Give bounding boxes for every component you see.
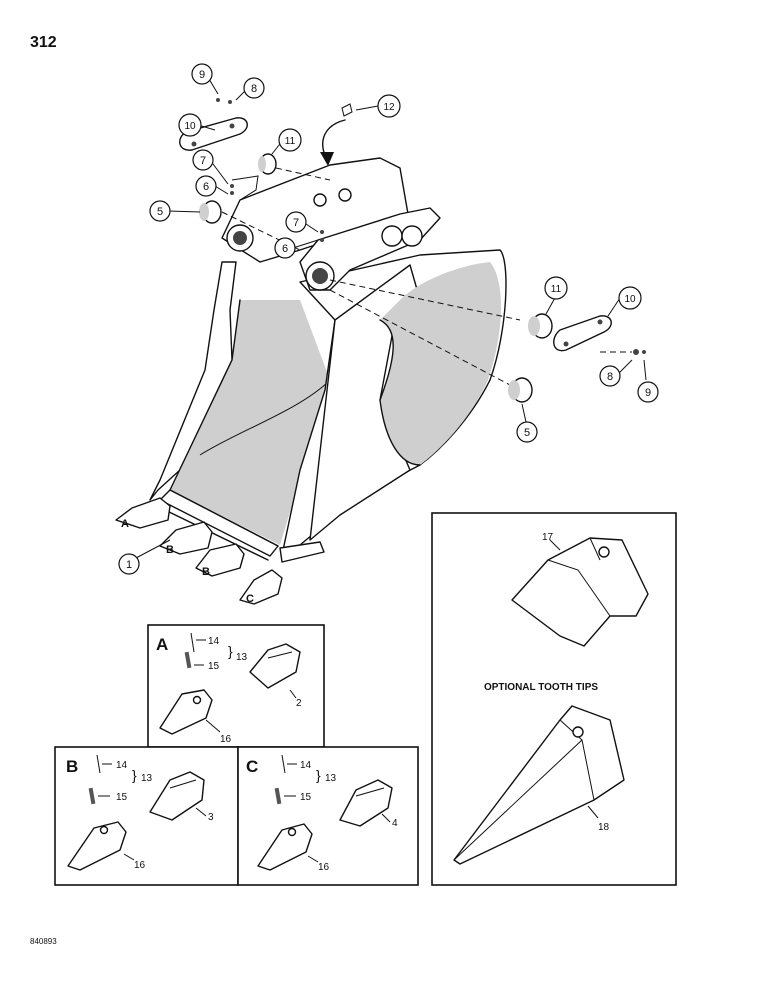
svg-text:13: 13 <box>141 773 153 784</box>
adapter-icon <box>249 643 301 689</box>
svg-text:18: 18 <box>598 822 610 833</box>
callout-7: 7 <box>285 211 307 233</box>
callout-1: 1 <box>118 553 140 575</box>
retainer-icon <box>190 632 195 653</box>
svg-text:11: 11 <box>551 284 562 295</box>
svg-text:}: } <box>132 767 137 783</box>
svg-text:10: 10 <box>624 294 636 305</box>
svg-text:16: 16 <box>318 862 330 873</box>
tooth-tip-icon <box>453 705 625 865</box>
svg-text:15: 15 <box>300 792 312 803</box>
svg-text:3: 3 <box>208 812 214 823</box>
svg-text:2: 2 <box>296 698 302 709</box>
svg-text:5: 5 <box>524 427 530 439</box>
left-parts <box>179 98 353 251</box>
callout-7: 7 <box>192 149 214 171</box>
svg-text:7: 7 <box>293 217 299 229</box>
adapter-icon <box>149 771 205 821</box>
tooth-tip-icon <box>511 537 649 647</box>
callout-8: 8 <box>243 77 265 99</box>
callout-10: 10 <box>178 113 202 137</box>
detail-letter: C <box>246 757 258 776</box>
detail-a-panel: A 14 } 13 15 2 16 <box>147 624 325 748</box>
right-parts <box>329 279 646 403</box>
adapter-icon <box>339 779 393 827</box>
teeth-row: A B B C <box>115 497 283 605</box>
optional-tips-title: OPTIONAL TOOTH TIPS <box>484 682 598 693</box>
svg-text:17: 17 <box>542 532 554 543</box>
callout-5: 5 <box>149 200 171 222</box>
tooth-letter: C <box>246 593 254 605</box>
callouts: 9 8 10 11 7 6 5 7 6 12 11 10 8 9 5 <box>118 63 659 575</box>
page-number: 312 <box>30 34 57 51</box>
drawing-code: 840893 <box>30 937 57 946</box>
svg-text:12: 12 <box>383 102 395 113</box>
callout-8: 8 <box>599 365 621 387</box>
detail-letter: A <box>156 635 168 654</box>
svg-text:13: 13 <box>325 773 337 784</box>
callout-6: 6 <box>195 175 217 197</box>
pin-icon <box>88 787 96 805</box>
callout-12: 12 <box>377 94 401 118</box>
pin-icon <box>274 787 282 805</box>
svg-text:9: 9 <box>199 69 205 81</box>
detail-b-panel: B 14 } 13 15 3 16 <box>54 746 239 886</box>
svg-text:}: } <box>316 767 321 783</box>
svg-text:9: 9 <box>645 387 651 399</box>
optional-tips-panel: OPTIONAL TOOTH TIPS 17 18 <box>431 512 677 886</box>
svg-text:8: 8 <box>607 371 613 383</box>
svg-text:13: 13 <box>236 652 248 663</box>
tooth-tip-icon <box>67 821 127 871</box>
svg-text:4: 4 <box>392 818 398 829</box>
callout-10: 10 <box>618 286 642 310</box>
svg-text:14: 14 <box>116 760 128 771</box>
callout-11: 11 <box>544 276 568 300</box>
svg-text:16: 16 <box>220 734 232 745</box>
bucket-illustration <box>149 157 507 563</box>
tooth-letter: B <box>166 544 174 556</box>
svg-text:7: 7 <box>200 155 206 167</box>
tooth-letter: B <box>202 566 210 578</box>
svg-text:14: 14 <box>208 636 220 647</box>
svg-text:}: } <box>228 643 233 659</box>
arrow-head <box>320 152 334 166</box>
cover-plate <box>553 315 612 352</box>
svg-text:8: 8 <box>251 83 257 95</box>
svg-text:5: 5 <box>157 206 163 218</box>
detail-c-panel: C 14 } 13 15 4 16 <box>237 746 419 886</box>
svg-text:15: 15 <box>116 792 128 803</box>
svg-text:1: 1 <box>126 559 132 571</box>
detail-letter: B <box>66 757 78 776</box>
tooth-letter: A <box>121 518 129 530</box>
svg-text:11: 11 <box>285 136 296 147</box>
callout-11: 11 <box>278 128 302 152</box>
svg-text:6: 6 <box>203 181 209 193</box>
svg-text:15: 15 <box>208 661 220 672</box>
grease-fitting <box>341 103 353 117</box>
svg-text:14: 14 <box>300 760 312 771</box>
pin-icon <box>184 651 192 669</box>
retainer-icon <box>96 754 101 774</box>
svg-text:6: 6 <box>282 243 288 255</box>
svg-text:10: 10 <box>184 121 196 132</box>
callout-6: 6 <box>274 237 296 259</box>
callout-5: 5 <box>516 421 538 443</box>
retainer-icon <box>281 754 286 774</box>
callout-9: 9 <box>191 63 213 85</box>
callout-9: 9 <box>637 381 659 403</box>
svg-text:16: 16 <box>134 860 146 871</box>
tooth-tip-icon <box>257 823 313 871</box>
